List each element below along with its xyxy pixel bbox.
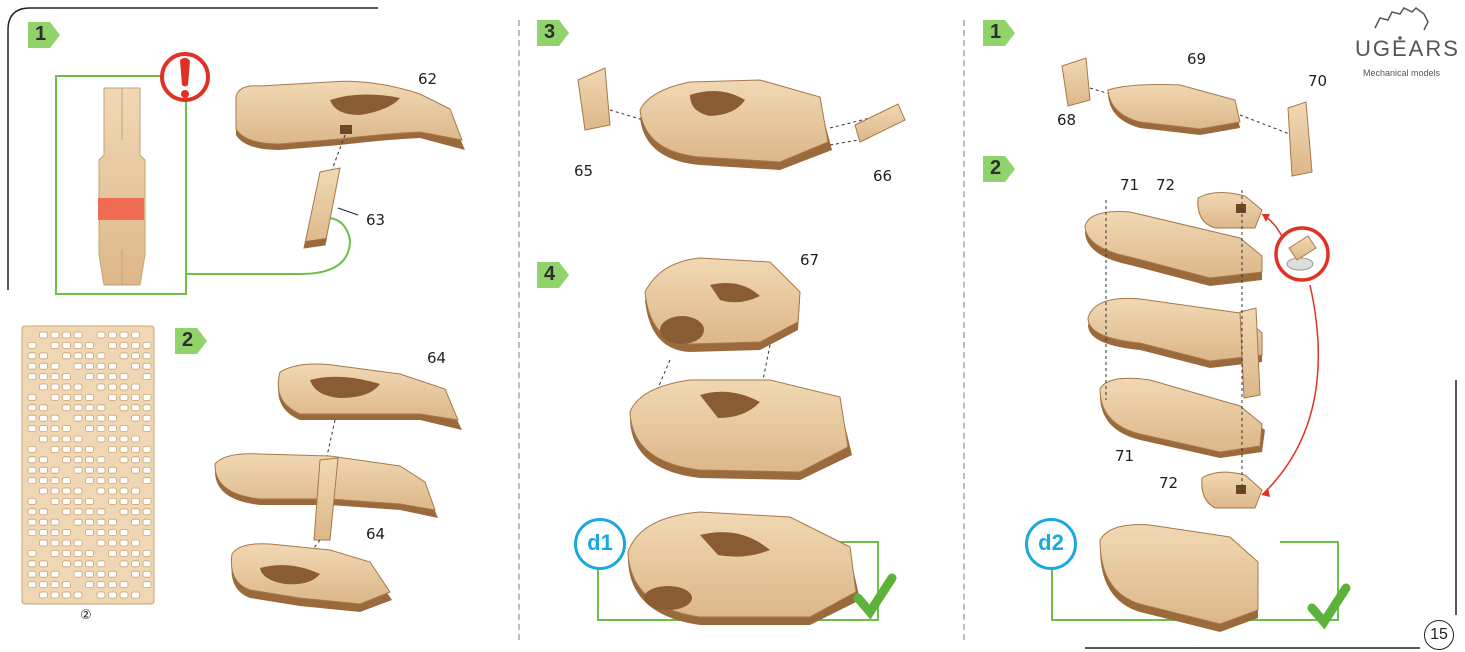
step-badge: 1 [983,18,1017,48]
part-72-top [1197,192,1263,229]
part-64-bottom [230,543,392,612]
page-number: 15 [1424,620,1454,650]
part-label: 64 [366,525,386,543]
part-label: 66 [873,167,893,185]
part-67 [644,257,801,352]
check-icon [1307,583,1351,630]
checkpoint-d2: d2 [1025,518,1077,570]
part-label: 65 [574,162,594,180]
brand-logo: UGEARS [1355,36,1460,61]
part-sheet [21,325,155,605]
part-64-middle [214,453,438,541]
sheet-label: ② [80,608,92,623]
part-label: 62 [418,70,438,88]
check-icon [853,573,897,620]
column-divider [518,20,520,640]
part-70 [1287,101,1313,177]
part-72-bottom [1201,471,1263,509]
part-label: 67 [800,251,820,269]
pin-part [98,87,146,286]
column-divider [963,20,965,640]
part-68 [1061,57,1091,107]
part-label: 69 [1187,50,1207,68]
part-label: 63 [366,211,386,229]
step-badge: 1 [28,20,62,50]
gear-logo-icon [1374,7,1429,40]
step-badge: 4 [537,260,571,290]
detail-box [55,75,187,295]
part-65 [577,67,611,131]
part-label: 71 [1120,176,1140,194]
part-63 [303,167,341,249]
part-label: 64 [427,349,447,367]
part-69 [1107,84,1241,135]
step-badge: 2 [175,326,209,356]
brand-subtitle: Mechanical models [1363,68,1441,78]
part-label: 70 [1308,72,1328,90]
skull-assembly-4 [629,379,852,480]
checkpoint-d1: d1 [574,518,626,570]
wax-pot-icon [1274,226,1330,282]
part-middle-stack [1087,297,1263,399]
part-label: 68 [1057,111,1077,129]
part-71-bottom [1099,377,1265,458]
part-62 [235,80,465,150]
part-71-top [1084,211,1263,286]
skull-complete-d1 [627,511,860,625]
wax-band [98,198,144,220]
part-label: 71 [1115,447,1135,465]
warning-icon [160,52,210,102]
step-badge: 2 [983,154,1017,184]
step-badge: 3 [537,18,571,48]
skull-assembly-3 [639,79,832,170]
part-label: 72 [1159,474,1179,492]
part-64-top [277,363,462,430]
jaw-complete-d2 [1099,524,1259,632]
part-label: 72 [1156,176,1176,194]
part-66 [854,103,906,143]
